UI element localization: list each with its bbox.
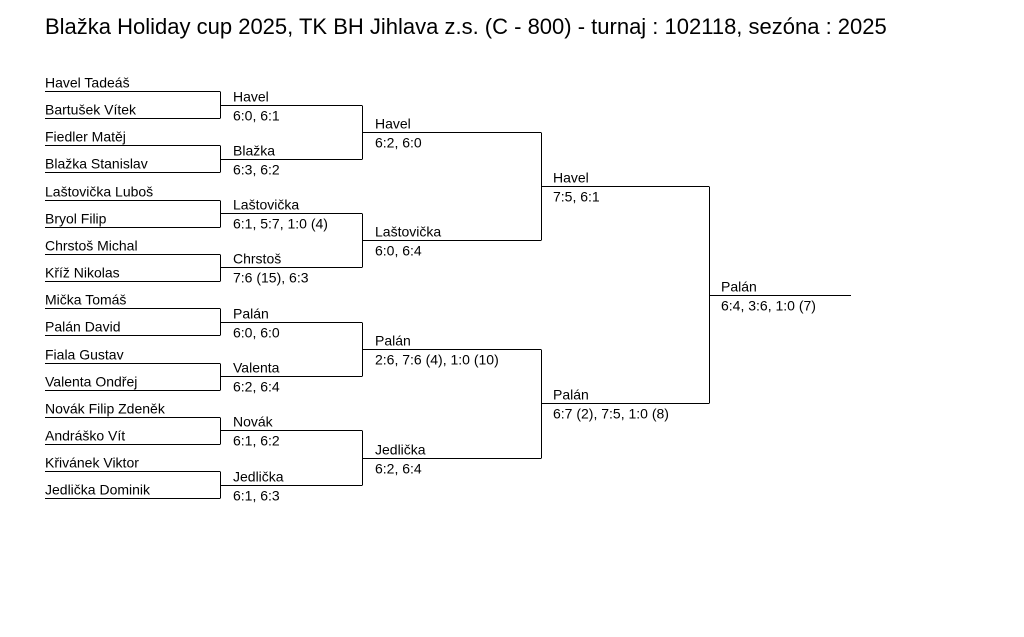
round3-score: 6:2, 6:4	[375, 461, 422, 477]
player-name: Valenta Ondřej	[45, 374, 137, 390]
round2-winner-name: Havel	[233, 89, 269, 105]
player-name: Blažka Stanislav	[45, 156, 148, 172]
player-name: Novák Filip Zdeněk	[45, 401, 166, 417]
player-name: Mička Tomáš	[45, 292, 126, 308]
round3-winner-name: Havel	[375, 116, 411, 132]
player-name: Jedlička Dominik	[45, 482, 151, 498]
semifinal-score: 6:7 (2), 7:5, 1:0 (8)	[553, 406, 669, 422]
round3-score: 2:6, 7:6 (4), 1:0 (10)	[375, 352, 499, 368]
round2-winner-name: Laštovička	[233, 197, 299, 213]
player-name: Fiedler Matěj	[45, 129, 126, 145]
player-name: Bartušek Vítek	[45, 102, 137, 118]
round3-winner-name: Jedlička	[375, 442, 426, 458]
page-title: Blažka Holiday cup 2025, TK BH Jihlava z…	[45, 14, 887, 39]
round2-score: 6:3, 6:2	[233, 162, 280, 178]
round3-winner-name: Palán	[375, 333, 411, 349]
round3-winner-name: Laštovička	[375, 224, 441, 240]
round2-winner-name: Novák	[233, 414, 274, 430]
round2-score: 6:2, 6:4	[233, 379, 280, 395]
semifinal-score: 7:5, 6:1	[553, 189, 600, 205]
semifinal-winner-name: Havel	[553, 170, 589, 186]
player-name: Chrstoš Michal	[45, 238, 138, 254]
player-name: Laštovička Luboš	[45, 184, 153, 200]
player-name: Kříž Nikolas	[45, 265, 120, 281]
round2-score: 7:6 (15), 6:3	[233, 270, 309, 286]
round2-winner-name: Blažka	[233, 143, 275, 159]
player-name: Fiala Gustav	[45, 347, 124, 363]
round2-winner-name: Valenta	[233, 360, 280, 376]
round2-score: 6:0, 6:1	[233, 108, 280, 124]
player-name: Křivánek Viktor	[45, 455, 139, 471]
player-name: Palán David	[45, 319, 121, 335]
player-name: Bryol Filip	[45, 211, 107, 227]
round2-score: 6:1, 6:2	[233, 433, 280, 449]
round3-score: 6:0, 6:4	[375, 243, 422, 259]
round2-score: 6:0, 6:0	[233, 325, 280, 341]
player-name: Andráško Vít	[45, 428, 125, 444]
round2-score: 6:1, 6:3	[233, 488, 280, 504]
round2-score: 6:1, 5:7, 1:0 (4)	[233, 216, 328, 232]
round3-score: 6:2, 6:0	[375, 135, 422, 151]
semifinal-winner-name: Palán	[553, 387, 589, 403]
round2-winner-name: Jedlička	[233, 469, 284, 485]
final-score: 6:4, 3:6, 1:0 (7)	[721, 298, 816, 314]
final-winner-name: Palán	[721, 279, 757, 295]
round2-winner-name: Palán	[233, 306, 269, 322]
round2-winner-name: Chrstoš	[233, 251, 281, 267]
player-name: Havel Tadeáš	[45, 75, 130, 91]
